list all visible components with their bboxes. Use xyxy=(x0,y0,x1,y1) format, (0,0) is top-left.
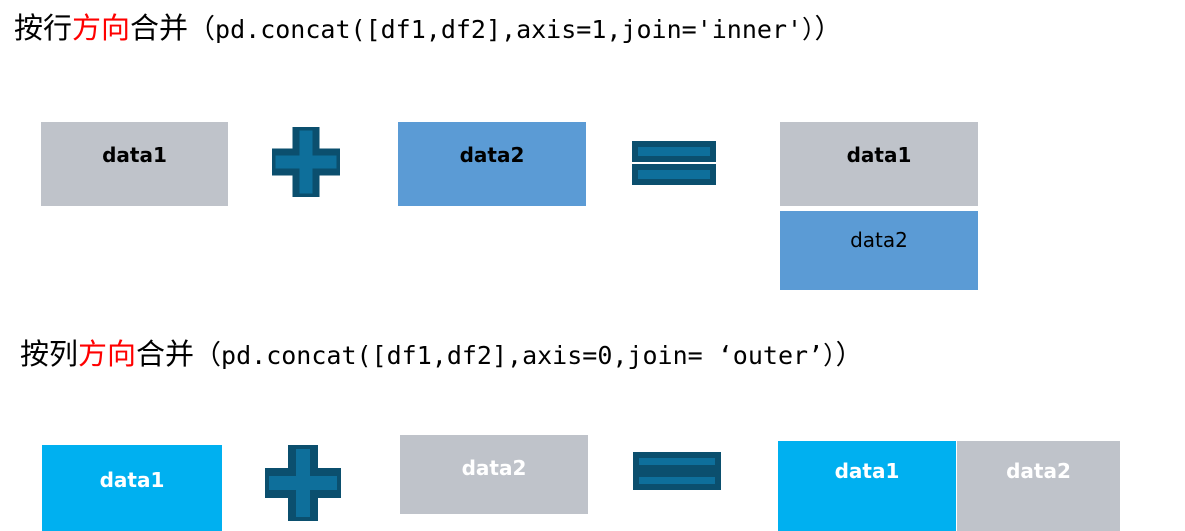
box-col-operand-data2: data2 xyxy=(400,435,588,514)
box-row-result-data2: data2 xyxy=(780,211,978,290)
heading-row-close-paren: ） xyxy=(814,14,842,45)
heading-col-highlight: 方向 xyxy=(78,337,137,371)
heading-col-concat: 按列方向合并（pd.concat([df1,df2],axis=0,join= … xyxy=(20,336,863,374)
box-row-operand-data2: data2 xyxy=(398,122,586,206)
plus-icon xyxy=(268,123,344,201)
heading-col-prefix: 按列 xyxy=(20,337,79,371)
box-label: data2 xyxy=(459,143,525,167)
heading-row-concat: 按行方向合并（pd.concat([df1,df2],axis=1,join='… xyxy=(14,10,842,48)
box-label: data1 xyxy=(834,459,900,483)
equals-icon xyxy=(632,141,716,185)
box-row-result-data1: data1 xyxy=(780,122,978,206)
heading-row-suffix: 合并 xyxy=(130,11,189,45)
heading-row-highlight: 方向 xyxy=(72,11,131,45)
heading-col-close-paren: ） xyxy=(835,340,863,371)
box-label: data1 xyxy=(102,143,167,167)
equals-icon xyxy=(633,452,721,490)
box-label: data1 xyxy=(846,143,912,167)
box-col-result-data2: data2 xyxy=(957,441,1120,531)
heading-col-open-paren: （ xyxy=(194,340,222,371)
heading-row-code: pd.concat([df1,df2],axis=1,join='inner'） xyxy=(215,15,815,44)
box-label: data2 xyxy=(461,456,527,480)
box-label: data2 xyxy=(1006,459,1071,483)
box-col-operand-data1: data1 xyxy=(42,445,222,531)
heading-row-open-paren: （ xyxy=(188,14,216,45)
box-col-result-data1: data1 xyxy=(778,441,956,531)
box-label: data2 xyxy=(850,228,908,252)
box-row-operand-data1: data1 xyxy=(41,122,228,206)
heading-col-suffix: 合并 xyxy=(136,337,195,371)
heading-col-code: pd.concat([df1,df2],axis=0,join= ‘outer’… xyxy=(221,341,836,370)
heading-row-prefix: 按行 xyxy=(14,11,73,45)
box-label: data1 xyxy=(99,468,165,492)
plus-icon xyxy=(261,441,345,525)
